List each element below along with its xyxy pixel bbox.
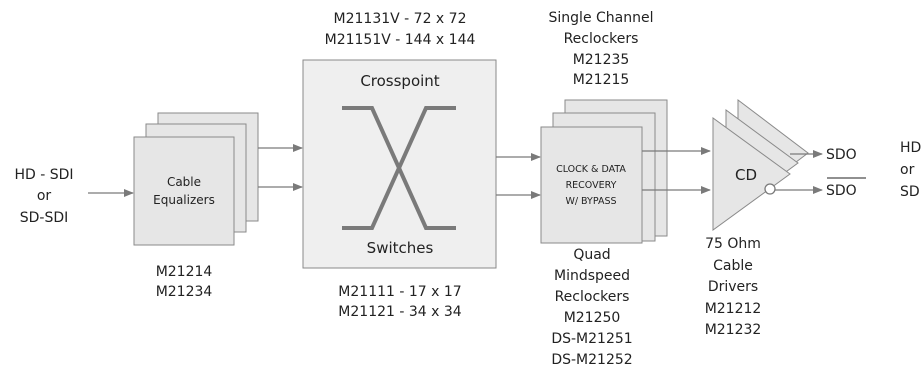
svg-text:M21235: M21235 <box>573 52 630 68</box>
reclocker-box-front <box>540 126 643 244</box>
sdo-bar-label: SDO <box>826 183 857 199</box>
svg-text:HD: HD <box>900 140 921 156</box>
svg-text:M21212: M21212 <box>705 301 762 317</box>
svg-text:Reclockers: Reclockers <box>564 31 639 47</box>
cable-equalizers-block: Cable Equalizers <box>133 112 259 246</box>
crosspoint-bottom-part-2: M21121 - 34 x 34 <box>338 304 461 320</box>
crosspoint-title: Crosspoint <box>360 72 439 90</box>
sdo-label: SDO <box>826 147 857 163</box>
single-channel-reclockers-label: Single Channel Reclockers M21235 M21215 <box>549 10 654 88</box>
svg-text:SD: SD <box>900 184 920 200</box>
reclocker-box-label-3: W/ BYPASS <box>565 196 616 207</box>
svg-text:Drivers: Drivers <box>708 279 758 295</box>
svg-text:or: or <box>37 188 52 204</box>
output-format-label: HD or SD <box>900 140 921 200</box>
equalizer-label-line1: Cable <box>167 175 201 189</box>
driver-inverting-bubble <box>764 183 776 195</box>
svg-text:M21215: M21215 <box>573 72 630 88</box>
crosspoint-subtitle: Switches <box>367 239 434 257</box>
crosspoint-top-part-2: M21151V - 144 x 144 <box>325 32 476 48</box>
equalizer-part-1: M21214 <box>156 264 213 280</box>
equalizer-label-line2: Equalizers <box>153 193 215 207</box>
driver-description: 75 Ohm Cable Drivers M21212 M21232 <box>705 236 762 338</box>
equalizer-box-front <box>133 136 235 246</box>
svg-text:M21232: M21232 <box>705 322 762 338</box>
crosspoint-top-part-1: M21131V - 72 x 72 <box>334 11 467 27</box>
svg-text:Cable: Cable <box>713 258 753 274</box>
crosspoint-switch-block: M21131V - 72 x 72 M21151V - 144 x 144 Cr… <box>302 11 497 320</box>
crosspoint-x-line-2 <box>342 106 456 230</box>
svg-text:Quad: Quad <box>573 247 610 263</box>
crosspoint-bottom-part-1: M21111 - 17 x 17 <box>338 284 461 300</box>
svg-text:SD-SDI: SD-SDI <box>20 210 69 226</box>
driver-label: CD <box>735 166 757 184</box>
driver-triangle-front <box>712 117 791 231</box>
svg-text:Mindspeed: Mindspeed <box>554 268 630 284</box>
svg-text:M21250: M21250 <box>564 310 621 326</box>
cable-driver-block: CD <box>712 98 809 231</box>
reclocker-block: CLOCK & DATA RECOVERY W/ BYPASS <box>540 99 668 244</box>
input-label: HD - SDI or SD-SDI <box>14 167 73 226</box>
svg-text:75 Ohm: 75 Ohm <box>705 236 761 252</box>
svg-text:DS-M21252: DS-M21252 <box>551 352 632 368</box>
equalizer-part-2: M21234 <box>156 284 213 300</box>
reclocker-box-label-2: RECOVERY <box>566 180 617 191</box>
svg-text:HD - SDI: HD - SDI <box>14 167 73 183</box>
quad-reclockers-label: Quad Mindspeed Reclockers M21250 DS-M212… <box>551 247 632 368</box>
svg-text:DS-M21251: DS-M21251 <box>551 331 632 347</box>
reclocker-box-label-1: CLOCK & DATA <box>556 164 626 175</box>
svg-text:or: or <box>900 162 915 178</box>
svg-text:Single Channel: Single Channel <box>549 10 654 26</box>
svg-text:Reclockers: Reclockers <box>555 289 630 305</box>
